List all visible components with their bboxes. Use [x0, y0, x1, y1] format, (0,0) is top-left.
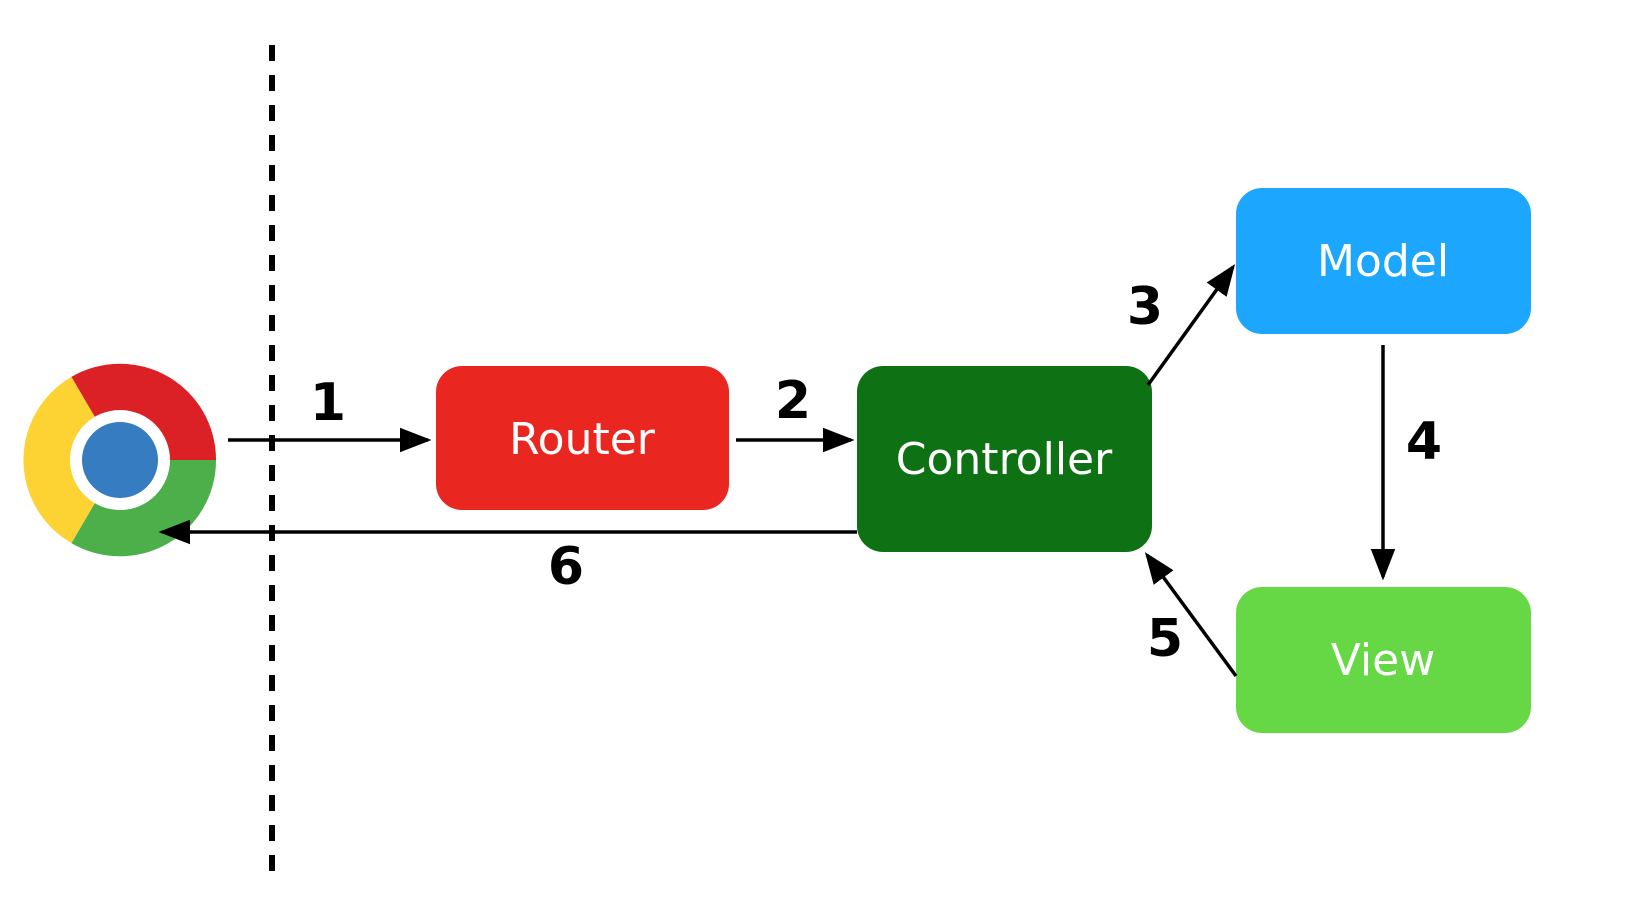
- chrome-center: [82, 422, 158, 498]
- step-label-1: 1: [310, 373, 346, 433]
- step-label-4: 4: [1406, 412, 1442, 472]
- router-node: Router: [436, 366, 729, 510]
- model-label: Model: [1317, 236, 1449, 287]
- view-node: View: [1236, 587, 1531, 733]
- step-label-2: 2: [775, 371, 811, 431]
- step-label-6: 6: [548, 537, 584, 597]
- model-node: Model: [1236, 188, 1531, 334]
- step-label-5: 5: [1147, 609, 1183, 669]
- step-label-3: 3: [1127, 277, 1163, 337]
- chrome-icon: [23, 363, 217, 557]
- arrow-step-5: [1144, 552, 1238, 678]
- controller-node: Controller: [857, 366, 1152, 552]
- router-label: Router: [509, 414, 656, 465]
- controller-label: Controller: [896, 434, 1113, 485]
- arrow-step-3: [1146, 264, 1236, 387]
- view-label: View: [1331, 635, 1435, 686]
